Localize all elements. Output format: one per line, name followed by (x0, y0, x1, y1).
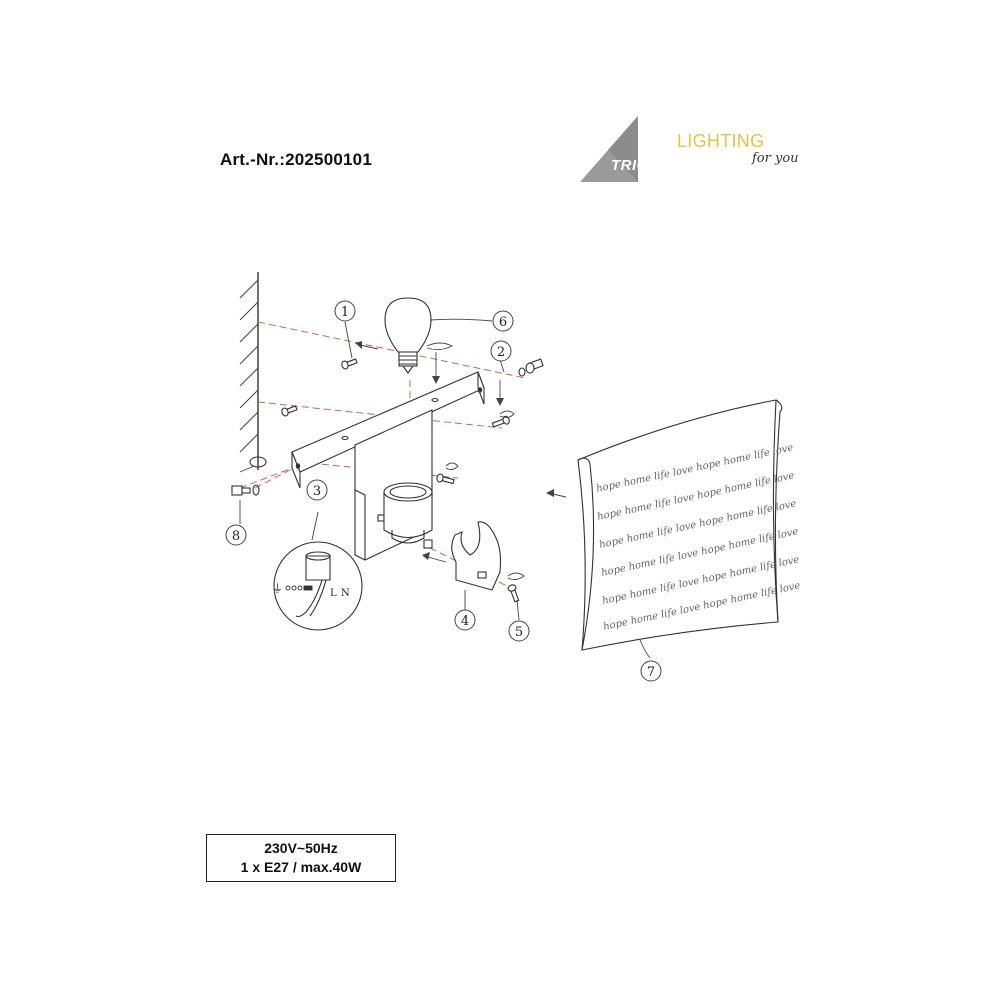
callout-2: 2 (490, 340, 512, 362)
svg-text:2: 2 (497, 345, 505, 360)
lamp-shade: hope home life love hope home life love … (546, 399, 801, 651)
svg-text:3: 3 (313, 484, 321, 499)
logo-tagline: for you (752, 151, 799, 166)
callout-7: 7 (640, 660, 662, 682)
screws (231, 341, 544, 603)
wiring-label-neutral: N (341, 588, 350, 599)
wiring-label-live: L (330, 588, 337, 599)
wiring-detail (273, 511, 363, 631)
part-callouts: 1 2 3 4 5 6 7 8 (225, 300, 662, 682)
spec-voltage: 230V~50Hz (264, 840, 338, 856)
callout-5: 5 (508, 620, 530, 642)
callout-3: 3 (306, 479, 328, 501)
screw-8 (231, 484, 260, 496)
spec-bulb: 1 x E27 / max.40W (240, 859, 362, 875)
logo-brand: TRIO (611, 157, 649, 174)
screw-2 (496, 358, 544, 406)
callout-8: 8 (225, 524, 247, 546)
svg-text:1: 1 (341, 305, 349, 320)
bulb (384, 297, 454, 384)
wall (239, 272, 259, 470)
logo-product-line: LIGHTING (677, 131, 765, 151)
article-number: Art.-Nr.:202500101 (220, 150, 372, 169)
svg-text:5: 5 (515, 625, 523, 640)
svg-text:6: 6 (499, 315, 507, 330)
trio-logo-triangle (580, 116, 638, 182)
svg-text:4: 4 (461, 614, 469, 629)
callout-6: 6 (492, 310, 514, 332)
leader-lines (239, 318, 651, 659)
svg-text:7: 7 (647, 665, 655, 680)
electrical-specs-box: 230V~50Hz 1 x E27 / max.40W (206, 834, 396, 882)
wiring-label-earth: ⏚ (272, 582, 283, 595)
shade-clip (422, 521, 502, 591)
svg-text:8: 8 (232, 529, 240, 544)
callout-1: 1 (334, 300, 356, 322)
lamp-socket (383, 482, 433, 544)
mounting-bracket (291, 371, 485, 489)
callout-4: 4 (454, 609, 476, 631)
